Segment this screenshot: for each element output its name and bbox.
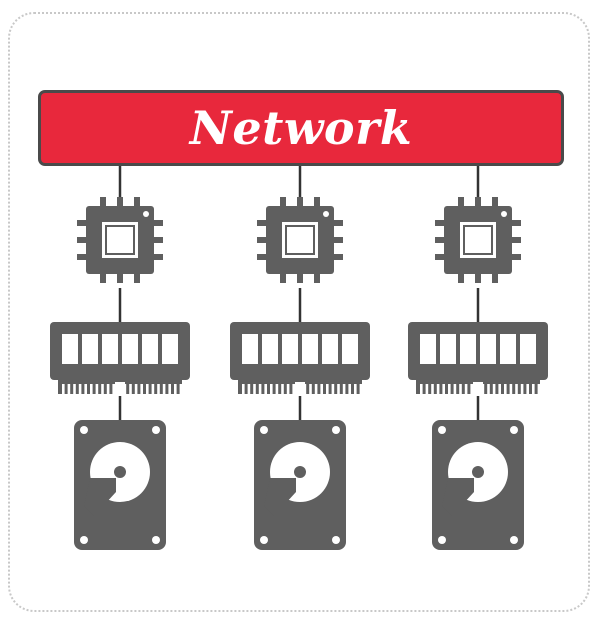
network-label: Network xyxy=(189,101,413,155)
ram-module-icon xyxy=(408,322,548,396)
diagram-frame xyxy=(8,12,590,612)
hard-disk-icon xyxy=(254,420,346,550)
hard-disk-icon xyxy=(432,420,524,550)
node-column-1 xyxy=(50,166,190,550)
cpu-chip-icon xyxy=(257,197,343,283)
network-bar: Network xyxy=(38,90,564,166)
cpu-chip-icon xyxy=(435,197,521,283)
cpu-chip-icon xyxy=(77,197,163,283)
node-column-3 xyxy=(408,166,548,550)
ram-module-icon xyxy=(50,322,190,396)
node-column-2 xyxy=(230,166,370,550)
ram-module-icon xyxy=(230,322,370,396)
hard-disk-icon xyxy=(74,420,166,550)
